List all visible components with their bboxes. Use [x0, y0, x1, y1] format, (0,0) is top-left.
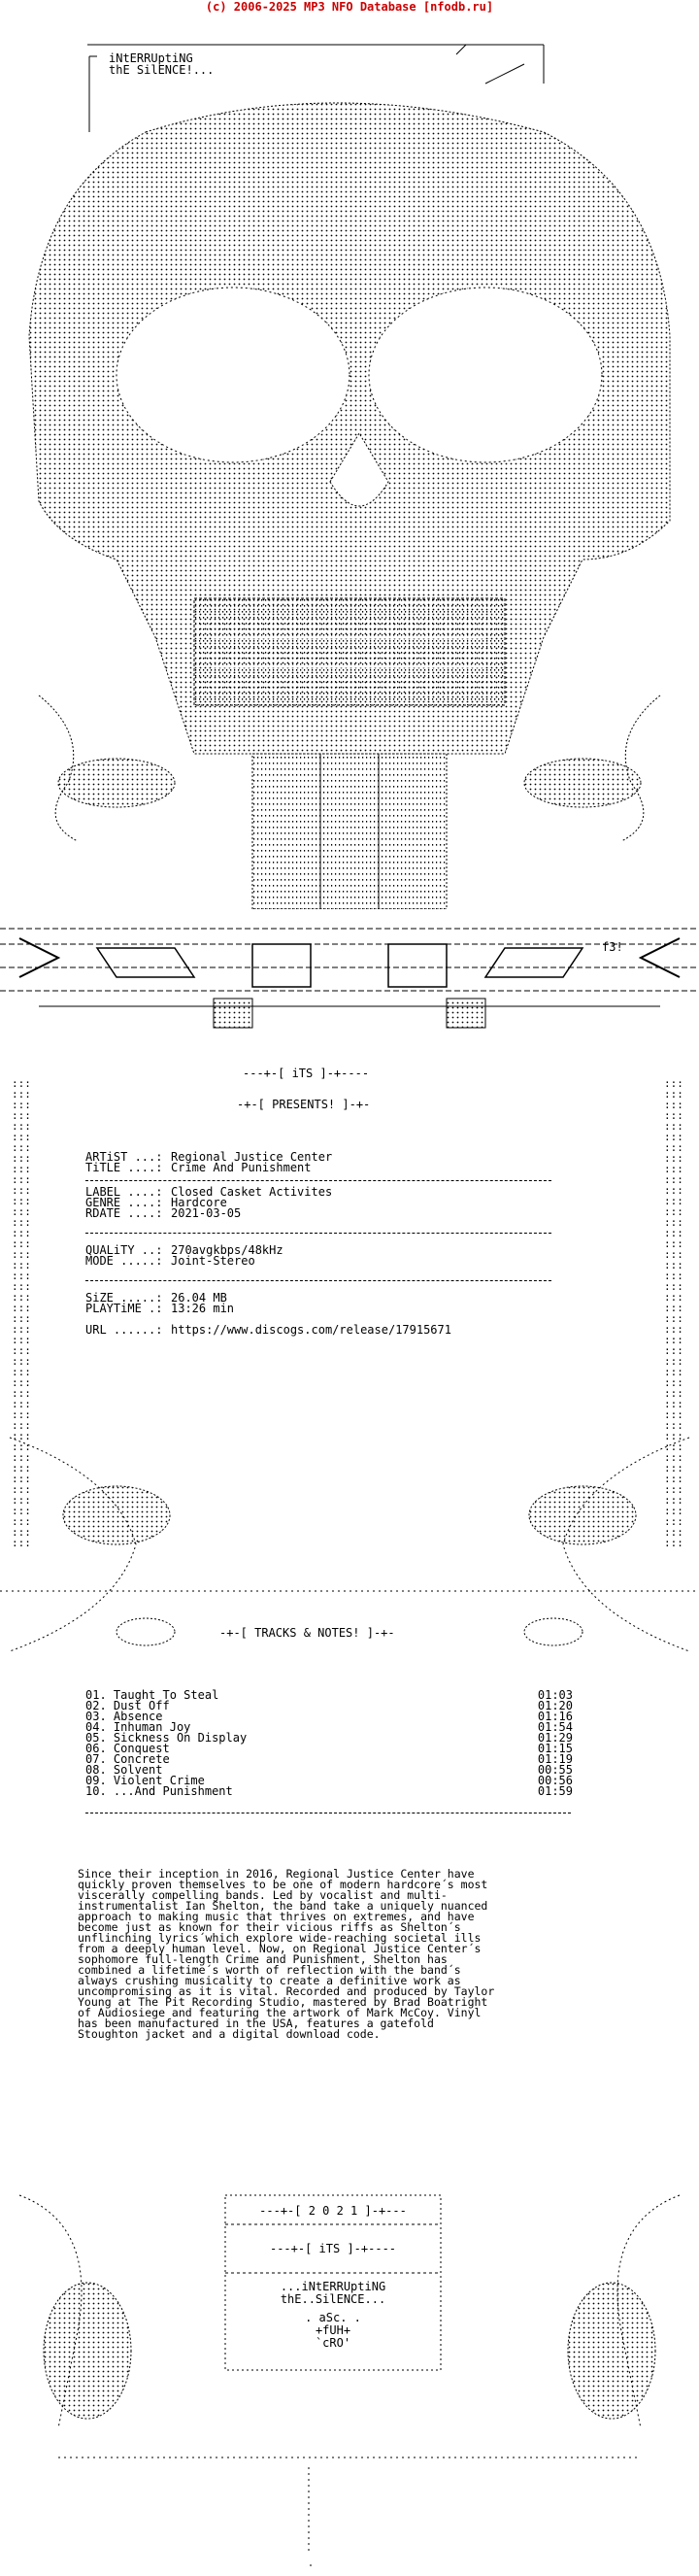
- footer-credit: +fUH+: [315, 2323, 351, 2337]
- artist-value: Regional Justice Center: [171, 1150, 333, 1164]
- track-title: Taught To Steal: [113, 1688, 219, 1702]
- track-time: 01:03: [537, 1688, 573, 1702]
- url-row: URL ......: https://www.discogs.com/rele…: [85, 1323, 571, 1337]
- quality-value: 270avgkbps/48kHz: [171, 1243, 283, 1257]
- right-border-dots: ::: ::: ::: ::: ::: ::: ::: ::: ::: ::: …: [664, 1077, 683, 1549]
- footer-credit: . aSc. .: [305, 2311, 361, 2324]
- separator: [85, 1180, 551, 1181]
- playtime-value: 13:26 min: [171, 1302, 235, 1315]
- track-time: 00:56: [537, 1774, 573, 1787]
- tracks-notes-header: -+-[ TRACKS & NOTES! ]-+-: [219, 1626, 395, 1640]
- logo-band: [0, 909, 699, 1035]
- mode-value: Joint-Stereo: [171, 1254, 255, 1268]
- track-time: 01:19: [537, 1752, 573, 1766]
- footer-year: ---+-[ 2 0 2 1 ]-+---: [259, 2204, 407, 2218]
- separator: [85, 1280, 551, 1281]
- track-time: 01:29: [537, 1731, 573, 1745]
- nfo-banner: (c) 2006-2025 MP3 NFO Database [nfodb.ru…: [205, 0, 494, 14]
- track-time: 01:15: [537, 1742, 573, 1755]
- track-title: Absence: [113, 1710, 163, 1723]
- size-row: SiZE .....: 26.04 MB: [85, 1291, 571, 1305]
- separator: [85, 1233, 551, 1234]
- track-title: Solvent: [113, 1763, 163, 1777]
- release-info: ARTiST ...: Regional Justice Center TiTL…: [85, 1150, 571, 1337]
- presents-label: -+-[ PRESENTS! ]-+-: [237, 1098, 371, 1111]
- release-notes: Since their inception in 2016, Regional …: [78, 1867, 495, 2041]
- mode-label: MODE .....:: [85, 1254, 163, 1268]
- track-title: Concrete: [113, 1752, 170, 1766]
- footer-its: ---+-[ iTS ]-+----: [269, 2242, 397, 2255]
- logo-tag: f3!: [602, 940, 623, 954]
- rdate-row: RDATE ....: 2021-03-05: [85, 1206, 571, 1220]
- footer-group-line2: thE..SilENCE...: [280, 2292, 386, 2306]
- group-name-line2: thE SilENCE!...: [109, 63, 215, 77]
- track-time: 01:59: [537, 1784, 573, 1798]
- genre-row: GENRE ....: Hardcore: [85, 1196, 571, 1209]
- artist-label: ARTiST ...:: [85, 1150, 163, 1164]
- track-title: Violent Crime: [113, 1774, 205, 1787]
- quality-row: QUALiTY ..: 270avgkbps/48kHz: [85, 1243, 571, 1257]
- left-border-dots: ::: ::: ::: ::: ::: ::: ::: ::: ::: ::: …: [12, 1077, 31, 1549]
- footer-credit: `cRO': [315, 2336, 351, 2350]
- title-row: TiTLE ....: Crime And Punishment: [85, 1161, 571, 1174]
- playtime-row: PLAYTiME .: 13:26 min: [85, 1302, 571, 1315]
- group-name-line1: iNtERRUptiNG: [109, 51, 193, 65]
- label-label: LABEL ....:: [85, 1185, 163, 1199]
- genre-label: GENRE ....:: [85, 1196, 163, 1209]
- skull-artwork: [0, 16, 699, 909]
- quality-label: QUALiTY ..:: [85, 1243, 163, 1257]
- artist-row: ARTiST ...: Regional Justice Center: [85, 1150, 571, 1164]
- size-label: SiZE .....:: [85, 1291, 163, 1305]
- title-value: Crime And Punishment: [171, 1161, 312, 1174]
- track-time: 01:54: [537, 1720, 573, 1734]
- label-value: Closed Casket Activites: [171, 1185, 333, 1199]
- title-label: TiTLE ....:: [85, 1161, 163, 1174]
- its-label: ---+-[ iTS ]-+----: [243, 1067, 370, 1080]
- track-title: Conquest: [113, 1742, 170, 1755]
- url-link[interactable]: https://www.discogs.com/release/17915671: [171, 1323, 451, 1337]
- track-time: 01:20: [537, 1699, 573, 1712]
- track-time: 01:16: [537, 1710, 573, 1723]
- mode-row: MODE .....: Joint-Stereo: [85, 1254, 571, 1268]
- footer-art: [0, 2137, 699, 2576]
- rdate-value: 2021-03-05: [171, 1206, 242, 1220]
- label-row: LABEL ....: Closed Casket Activites: [85, 1185, 571, 1199]
- track-title: Sickness On Display: [113, 1731, 248, 1745]
- track-title: Inhuman Joy: [113, 1720, 191, 1734]
- track-title: ...And Punishment: [113, 1784, 233, 1798]
- footer-group-line1: ...iNtERRUptiNG: [280, 2280, 386, 2293]
- footer-box: ---+-[ 2 0 2 1 ]-+--- ---+-[ iTS ]-+----…: [225, 2205, 441, 2350]
- size-value: 26.04 MB: [171, 1291, 227, 1305]
- genre-value: Hardcore: [171, 1196, 227, 1209]
- playtime-label: PLAYTiME .:: [85, 1302, 163, 1315]
- rdate-label: RDATE ....:: [85, 1206, 163, 1220]
- url-label: URL ......:: [85, 1323, 163, 1337]
- track-time: 00:55: [537, 1763, 573, 1777]
- tracks-header-art: [0, 1418, 699, 1671]
- track-title: Dust Off: [113, 1699, 170, 1712]
